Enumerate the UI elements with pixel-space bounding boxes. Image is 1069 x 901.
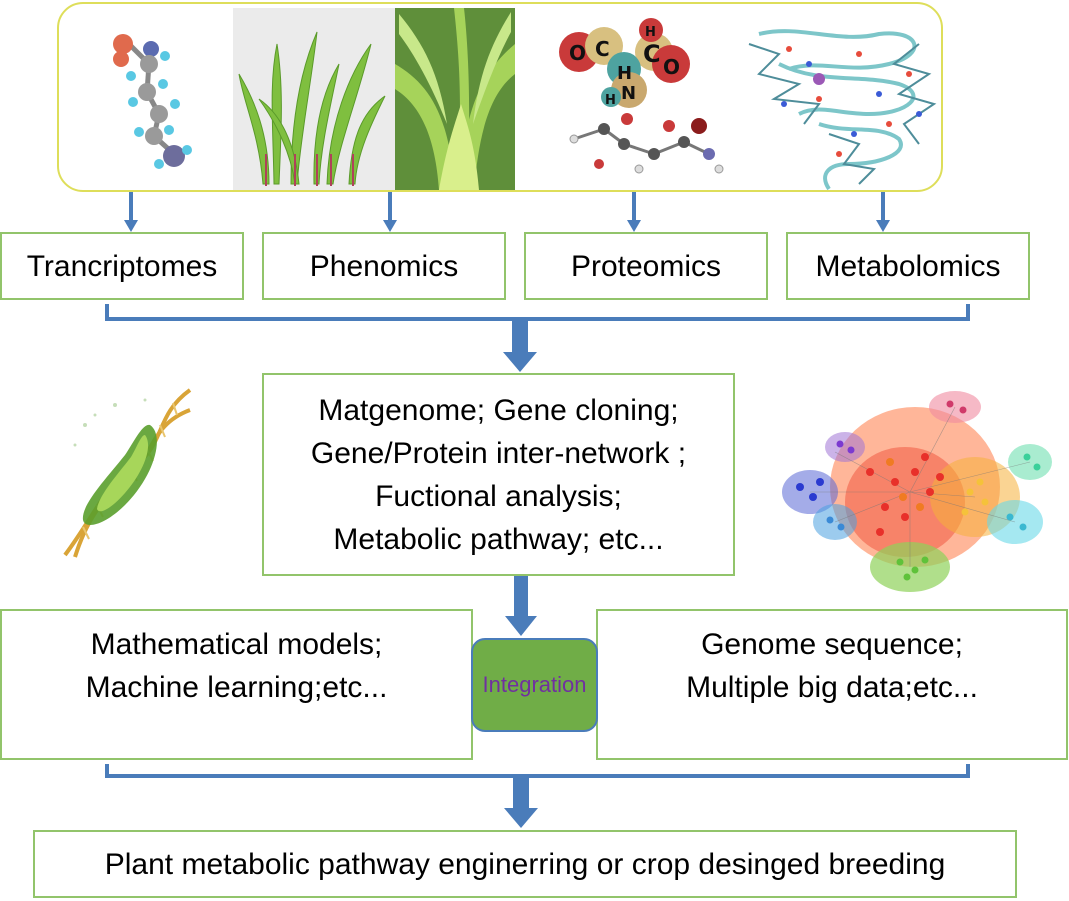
arrow-to-outcome-head <box>504 808 538 828</box>
molecule-letter-c1: C <box>595 37 610 61</box>
molecule-letter-h3: H <box>605 93 616 108</box>
molecule-letter-o1: O <box>569 41 586 65</box>
phenomics-box: Phenomics <box>262 232 506 300</box>
molecule-letter-c2: C <box>643 40 661 68</box>
molecule-letter-n: N <box>621 83 636 104</box>
outcome-label: Plant metabolic pathway enginerring or c… <box>104 847 946 881</box>
metabolomics-label: Metabolomics <box>815 249 1001 283</box>
omics-bracket <box>105 304 970 321</box>
analysis-line-1: Matgenome; Gene cloning; <box>318 393 679 427</box>
arrow-to-integration-shaft <box>514 576 528 620</box>
arrow-to-analysis-shaft <box>512 319 528 359</box>
analysis-line-2: Gene/Protein inter-network ; <box>310 436 687 470</box>
transcriptomes-box: Trancriptomes <box>0 232 244 300</box>
maize-seedlings-image <box>233 8 395 190</box>
integration-label: Integration <box>482 672 587 697</box>
analysis-line-3: Fuctional analysis; <box>375 479 622 513</box>
molecule-letter-h2: H <box>617 63 632 84</box>
dna-helix-image <box>63 388 192 558</box>
molecule-letter-o2: O <box>663 55 680 79</box>
phenomics-label: Phenomics <box>309 249 459 283</box>
analysis-box: Matgenome; Gene cloning; Gene/Protein in… <box>262 373 735 576</box>
maize-plant-image <box>395 8 515 190</box>
protein-structure-image <box>748 29 937 190</box>
genome-line-2: Multiple big data;etc... <box>686 671 978 704</box>
gene-network-image <box>782 391 1052 592</box>
arrow-to-integration-head <box>505 616 537 636</box>
space-filling-molecule-image: O C C O H H N H <box>559 18 724 174</box>
outcome-box: Plant metabolic pathway enginerring or c… <box>33 830 1017 898</box>
panel-illustrations: O C C O H H N H <box>113 8 937 190</box>
transcriptomes-label: Trancriptomes <box>26 249 218 283</box>
molecule-letter-h1: H <box>645 25 656 40</box>
ball-stick-molecule-image <box>113 34 192 169</box>
models-box: Mathematical models; Machine learning;et… <box>0 609 473 760</box>
metabolomics-box: Metabolomics <box>786 232 1030 300</box>
proteomics-label: Proteomics <box>570 249 722 283</box>
omics-images-panel: O C C O H H N H <box>57 2 943 192</box>
models-line-2: Machine learning;etc... <box>85 671 388 704</box>
integration-bracket <box>105 764 970 778</box>
genome-line-1: Genome sequence; <box>701 628 963 661</box>
analysis-line-4: Metabolic pathway; etc... <box>333 522 664 556</box>
genome-box: Genome sequence; Multiple big data;etc..… <box>596 609 1068 760</box>
proteomics-box: Proteomics <box>524 232 768 300</box>
models-line-1: Mathematical models; <box>90 628 383 661</box>
integration-node: Integration <box>471 638 598 732</box>
arrow-to-analysis-head <box>503 352 537 372</box>
arrow-to-outcome-shaft <box>513 776 529 812</box>
